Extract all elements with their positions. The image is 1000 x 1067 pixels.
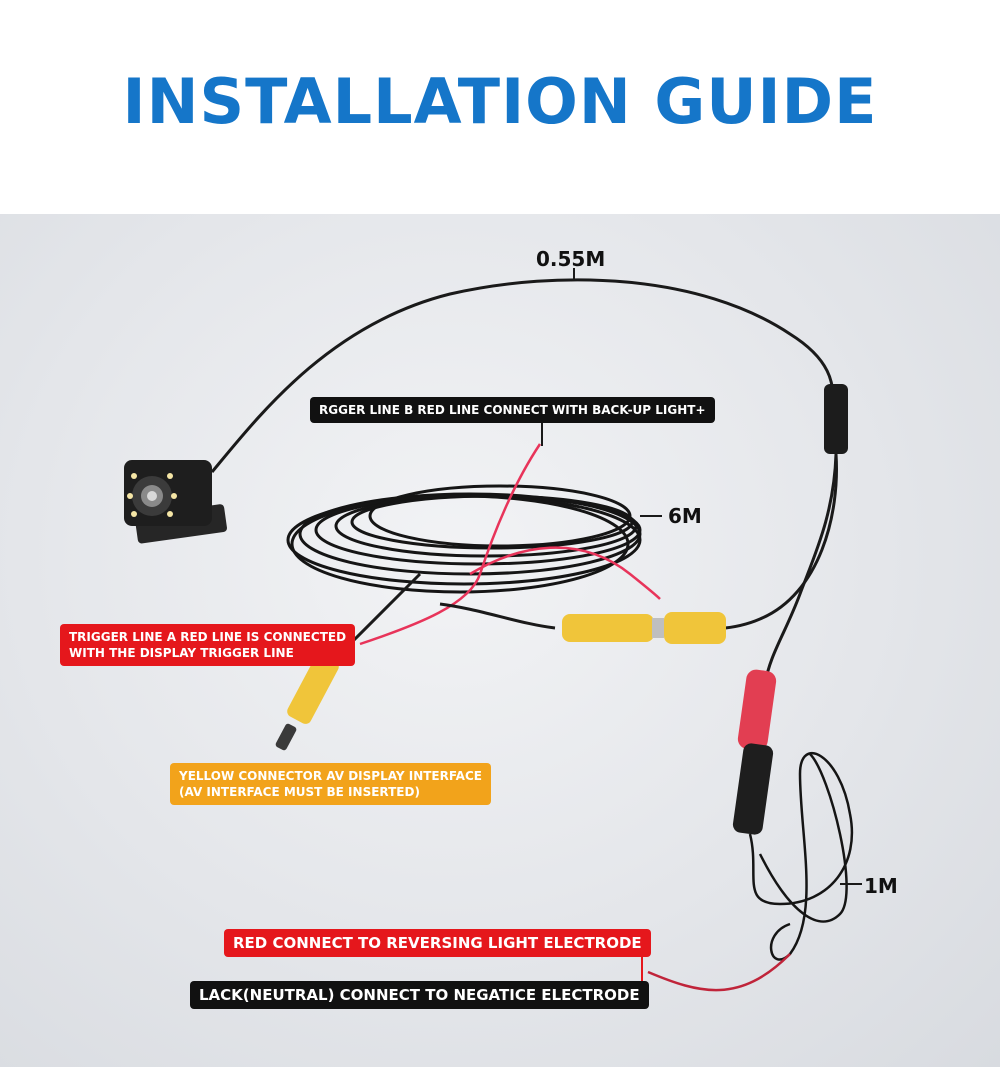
top-cable xyxy=(210,278,835,473)
trigger-line-b-label: RGGER LINE B RED LINE CONNECT WITH BACK-… xyxy=(310,397,715,423)
yellow-connector-text-1: YELLOW CONNECTOR AV DISPLAY INTERFACE xyxy=(179,769,482,783)
red-power-plug-icon xyxy=(732,669,777,835)
red-trigger-wire-a xyxy=(469,546,661,600)
trigger-line-a-text-2: WITH THE DISPLAY TRIGGER LINE xyxy=(69,646,294,660)
right-cable-down xyxy=(763,453,838,685)
coiled-cable xyxy=(286,484,642,594)
yellow-connector-label: YELLOW CONNECTOR AV DISPLAY INTERFACE (A… xyxy=(170,763,491,805)
right-cable-to-rca xyxy=(679,453,838,631)
product-photo: 0.55M 6M 1M RGGER LINE B RED LINE CONNEC… xyxy=(0,214,1000,1067)
trigger-line-a-label: TRIGGER LINE A RED LINE IS CONNECTED WIT… xyxy=(60,624,356,666)
yellow-connector-text-2: (AV INTERFACE MUST BE INSERTED) xyxy=(179,785,420,799)
inline-junction-box xyxy=(824,384,848,454)
coil-cable-length: 6M xyxy=(668,504,702,528)
header: INSTALLATION GUIDE xyxy=(0,0,1000,214)
short-cable-length: 1M xyxy=(864,874,898,898)
bottom-red-wire xyxy=(647,953,791,992)
camera-body-icon xyxy=(124,460,227,544)
black-electrode-label: LACK(NEUTRAL) CONNECT TO NEGATICE ELECTR… xyxy=(190,981,649,1009)
middle-rca-connector-icon xyxy=(439,602,726,644)
red-electrode-label: RED CONNECT TO REVERSING LIGHT ELECTRODE xyxy=(224,929,651,957)
camera-wiring-illustration xyxy=(124,268,862,995)
top-cable-length: 0.55M xyxy=(536,247,606,271)
yellow-rca-plug-icon xyxy=(275,654,339,751)
red-trigger-wire-b xyxy=(359,443,542,646)
trigger-line-a-text-1: TRIGGER LINE A RED LINE IS CONNECTED xyxy=(69,630,347,644)
page-title: INSTALLATION GUIDE xyxy=(122,65,878,138)
